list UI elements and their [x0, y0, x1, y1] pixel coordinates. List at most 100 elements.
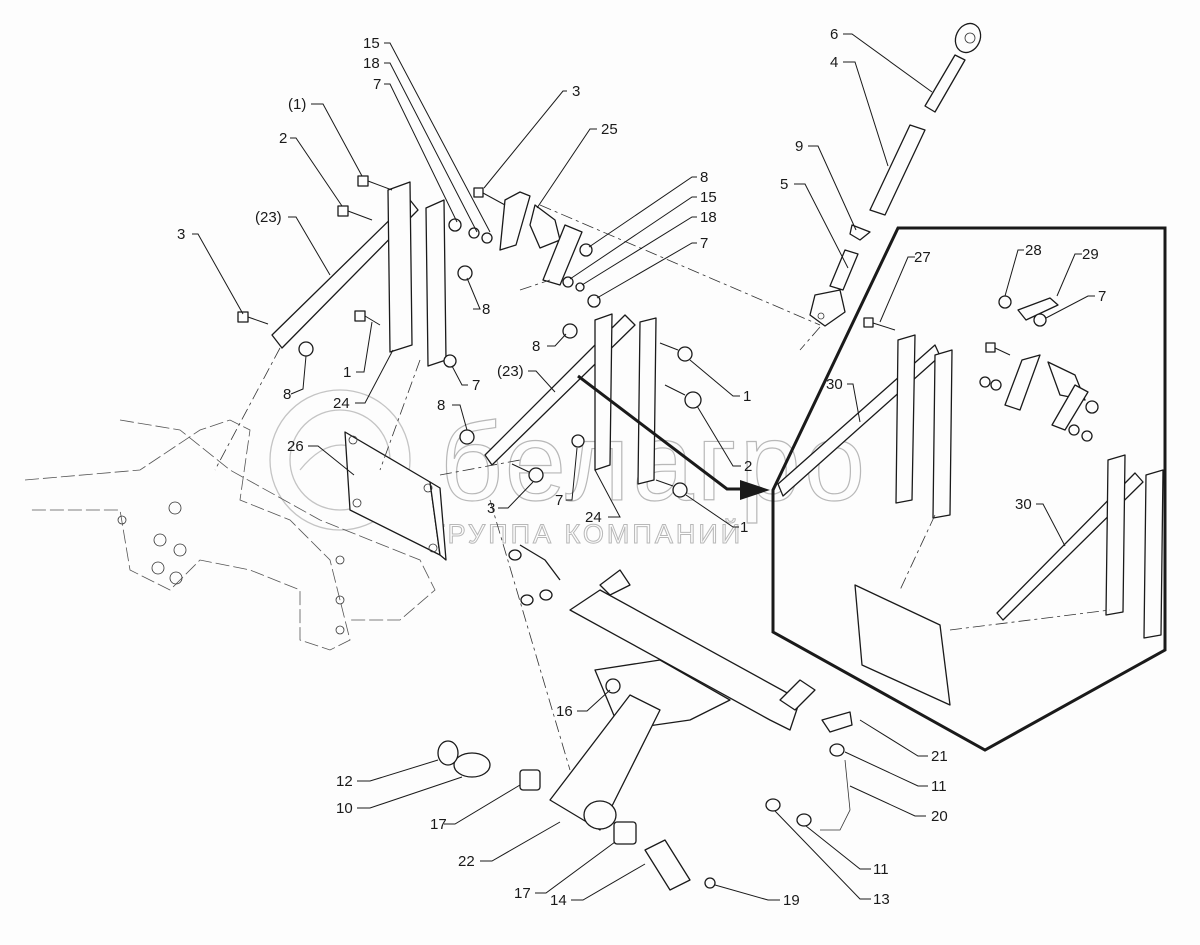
callout-30: 30 — [826, 376, 861, 423]
detail-frame — [771, 226, 1167, 752]
callout-25: 25 — [536, 121, 618, 209]
nut-7-middle — [571, 434, 585, 448]
bolt-3-middle — [511, 463, 544, 483]
bolt-27 — [863, 317, 896, 331]
callout-3: 3 — [177, 226, 244, 315]
plate-24-left-b — [425, 199, 447, 367]
callout-7: 7 — [451, 365, 480, 394]
svg-text:3: 3 — [487, 500, 495, 517]
plate-24-middle-b — [637, 317, 657, 485]
callout-5: 5 — [780, 176, 849, 269]
detail-inset — [771, 226, 1167, 752]
brace-30-b — [996, 472, 1144, 621]
svg-text:15: 15 — [700, 189, 717, 206]
callout-2: 2 — [279, 130, 343, 207]
svg-text:12: 12 — [336, 773, 353, 790]
callout-22: 22 — [458, 821, 561, 870]
nut-8-left — [298, 341, 314, 357]
rod-6 — [924, 54, 966, 113]
callout-18: 18 — [363, 55, 478, 233]
svg-text:25: 25 — [601, 121, 618, 138]
eye-end-5 — [809, 289, 846, 327]
bolt-3-hinge — [473, 187, 506, 206]
callout-15: 15 — [569, 189, 717, 280]
svg-text:1: 1 — [743, 388, 751, 405]
svg-text:14: 14 — [550, 892, 567, 909]
callout-7: 7 — [373, 76, 458, 223]
svg-text:7: 7 — [373, 76, 381, 93]
svg-text:30: 30 — [1015, 496, 1032, 513]
assembly-lines — [214, 204, 1111, 771]
ring-13 — [765, 798, 781, 812]
callout-23: (23) — [255, 209, 331, 276]
grease-fitting-19 — [704, 877, 716, 889]
callout-23: (23) — [497, 363, 556, 393]
detail-pointer-arrow — [577, 374, 770, 500]
callout-6: 6 — [830, 26, 933, 93]
svg-text:(1): (1) — [288, 96, 306, 113]
svg-text:2: 2 — [279, 130, 287, 147]
svg-text:11: 11 — [873, 861, 889, 878]
callout-2: 2 — [696, 405, 752, 475]
middle-bracket-assembly — [459, 313, 702, 498]
callouts: 15 18 7 (1) 2 (23) 3 3 25 8 15 18 7 8 8 … — [177, 26, 1106, 909]
svg-text:8: 8 — [437, 397, 445, 414]
svg-text:3: 3 — [177, 226, 185, 243]
callout-8: 8 — [283, 355, 307, 403]
ring-11-b — [796, 813, 812, 827]
callout-26: 26 — [287, 438, 355, 476]
svg-text:7: 7 — [472, 377, 480, 394]
svg-text:8: 8 — [482, 301, 490, 318]
lock-pin-9 — [849, 224, 871, 241]
svg-text:21: 21 — [931, 748, 948, 765]
svg-text:18: 18 — [700, 209, 717, 226]
callout-14: 14 — [550, 863, 646, 909]
callout-24: 24 — [585, 469, 621, 526]
svg-text:(23): (23) — [497, 363, 524, 380]
tractor-frame — [24, 419, 436, 651]
nut-7-detail — [1033, 313, 1047, 327]
callout-11: 11 — [805, 825, 889, 878]
latch-left — [519, 544, 561, 581]
nut-7-left — [443, 354, 457, 368]
lower-hitch-assembly — [437, 544, 853, 891]
callout-1-paren: (1) — [288, 96, 363, 177]
svg-text:19: 19 — [783, 892, 800, 909]
svg-text:13: 13 — [873, 891, 890, 908]
callout-20: 20 — [849, 785, 948, 825]
pin-16 — [605, 678, 621, 694]
top-link-assembly — [809, 22, 982, 327]
arm-22 — [549, 694, 661, 831]
nut-8-upper — [457, 265, 473, 281]
rod-5 — [829, 249, 859, 291]
svg-text:6: 6 — [830, 26, 838, 43]
nut-7-top — [448, 218, 462, 232]
callout-17: 17 — [430, 784, 521, 833]
callout-10: 10 — [336, 776, 463, 817]
callout-4: 4 — [830, 54, 889, 167]
bolt-2-middle — [664, 384, 702, 409]
eye-end-6 — [954, 22, 982, 54]
washer-15-hinge — [562, 276, 574, 288]
left-bracket-assembly — [237, 175, 493, 368]
callout-1: 1 — [689, 359, 751, 405]
callout-12: 12 — [336, 759, 439, 790]
sleeve-17-a — [519, 769, 541, 791]
callout-8: 8 — [532, 333, 567, 355]
callout-28: 28 — [1004, 242, 1042, 297]
svg-text:3: 3 — [572, 83, 580, 100]
svg-text:5: 5 — [780, 176, 788, 193]
callout-3: 3 — [483, 83, 580, 189]
watermark-logo-outer — [269, 389, 411, 531]
plate-24-middle-a — [594, 313, 613, 471]
callout-15: 15 — [363, 35, 491, 233]
nut-28 — [998, 295, 1012, 309]
callout-11: 11 — [844, 751, 947, 795]
svg-text:16: 16 — [556, 703, 573, 720]
hook-left — [599, 569, 631, 596]
svg-text:30: 30 — [826, 376, 843, 393]
callout-21: 21 — [859, 719, 948, 765]
svg-text:4: 4 — [830, 54, 838, 71]
svg-text:9: 9 — [795, 138, 803, 155]
